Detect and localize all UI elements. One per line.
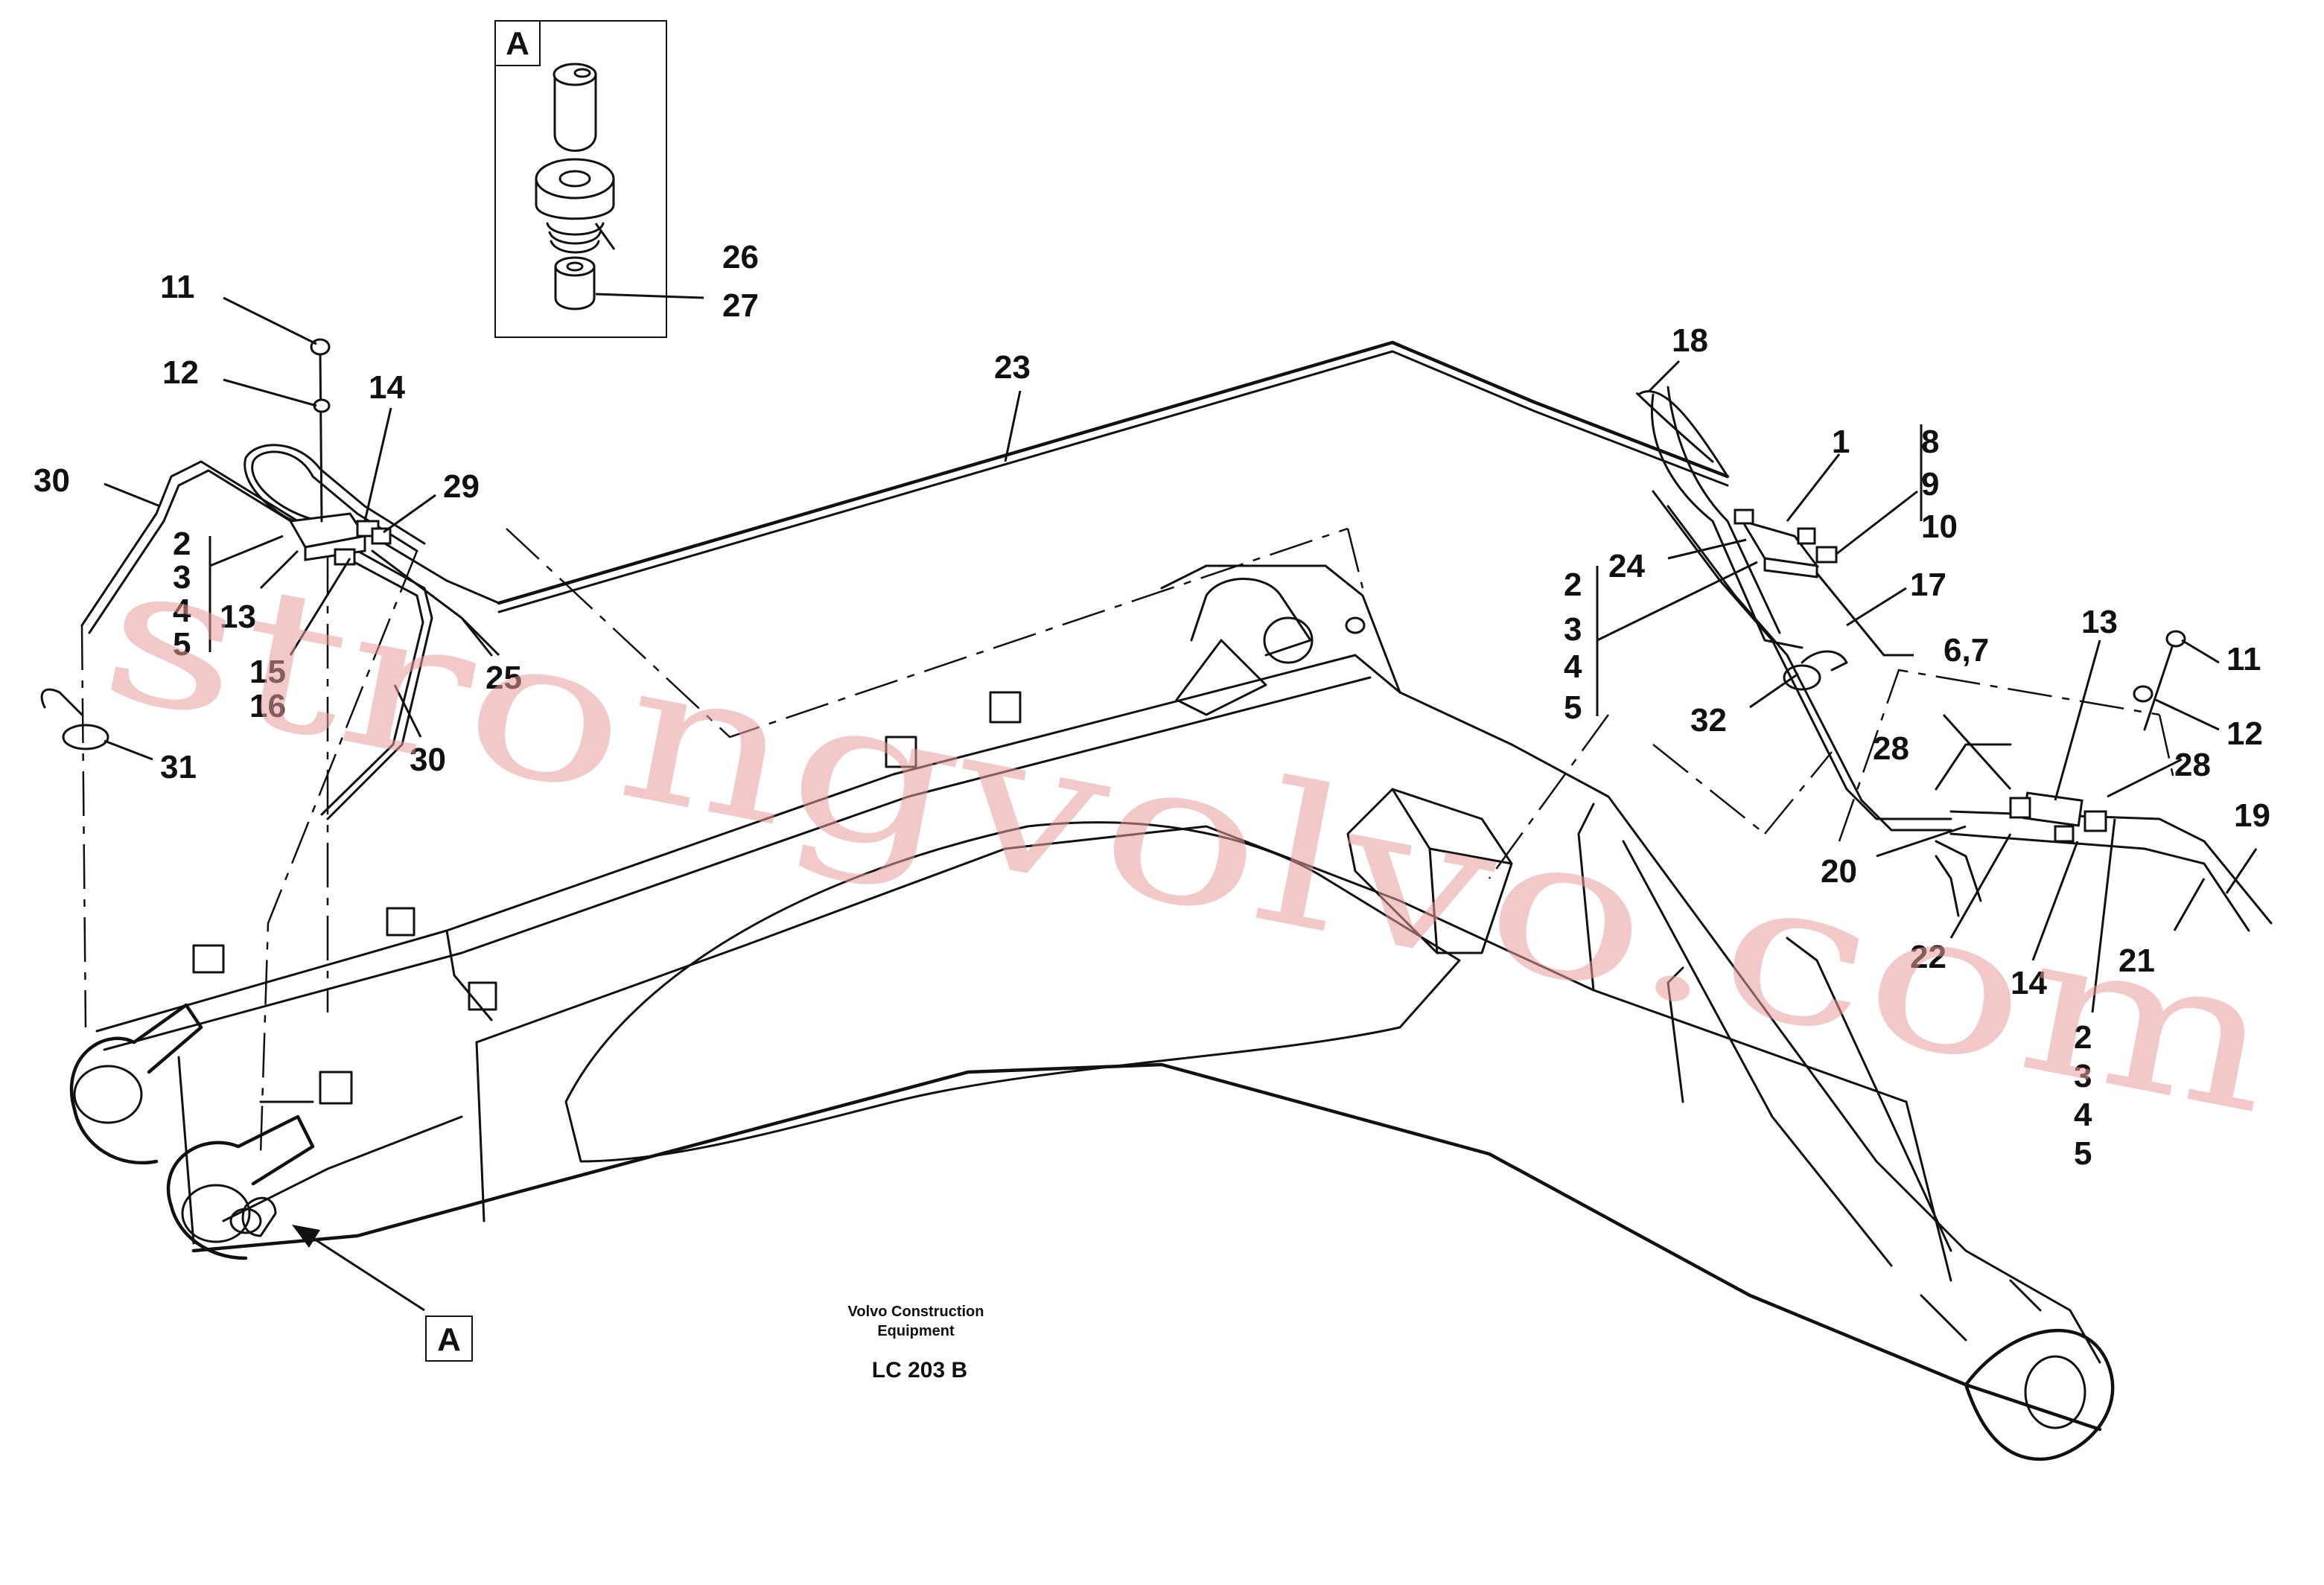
part-label-2-left: 2 bbox=[173, 526, 191, 562]
part-label-29: 29 bbox=[443, 468, 480, 505]
part-label-28-right: 28 bbox=[2174, 747, 2211, 783]
figure-code: LC 203 B bbox=[872, 1358, 967, 1383]
main-hydraulic-pipe bbox=[497, 340, 1804, 649]
watermark-text: strongvolvo.com bbox=[86, 517, 2293, 1158]
part-label-2-mid: 2 bbox=[1564, 567, 1582, 603]
detail-a-box: A bbox=[494, 20, 667, 338]
part-label-17: 17 bbox=[1910, 567, 1946, 603]
part-label-20: 20 bbox=[1821, 853, 1857, 890]
publisher-line-1: Volvo Construction bbox=[848, 1304, 984, 1320]
part-label-31: 31 bbox=[160, 749, 197, 785]
part-label-15: 15 bbox=[249, 654, 286, 690]
right-upper-valve bbox=[1734, 508, 1885, 691]
part-label-32: 32 bbox=[1690, 702, 1727, 739]
part-label-16: 16 bbox=[249, 688, 286, 724]
part-label-6-7: 6,7 bbox=[1943, 632, 1989, 669]
part-label-1: 1 bbox=[1832, 424, 1850, 460]
part-label-24: 24 bbox=[1608, 548, 1645, 584]
part-label-4-mid: 4 bbox=[1564, 648, 1582, 685]
part-label-12-left: 12 bbox=[162, 354, 199, 391]
part-label-13-left: 13 bbox=[220, 599, 256, 635]
part-label-10: 10 bbox=[1921, 508, 1958, 545]
part-label-11-right: 11 bbox=[2226, 641, 2261, 677]
part-label-9: 9 bbox=[1921, 466, 1939, 503]
part-label-30-bottom: 30 bbox=[410, 742, 446, 778]
part-label-21: 21 bbox=[2118, 943, 2155, 979]
part-label-12-right: 12 bbox=[2226, 715, 2263, 752]
part-label-4-right: 4 bbox=[2074, 1097, 2092, 1133]
part-label-23: 23 bbox=[994, 349, 1031, 386]
dash-dot-outline bbox=[80, 527, 2176, 1155]
part-label-14-left: 14 bbox=[369, 369, 405, 406]
part-labels: 11 12 14 29 30 2 3 4 5 13 15 16 25 30 31… bbox=[34, 239, 2270, 1172]
part-label-5-mid: 5 bbox=[1564, 689, 1582, 726]
callout-a: A bbox=[292, 1225, 473, 1362]
part-label-19: 19 bbox=[2234, 797, 2270, 834]
part-label-13-right: 13 bbox=[2081, 604, 2118, 640]
part-label-11-left: 11 bbox=[160, 269, 195, 305]
part-label-26: 26 bbox=[722, 239, 759, 275]
part-label-22: 22 bbox=[1910, 939, 1946, 975]
publisher-line-2: Equipment bbox=[877, 1323, 955, 1339]
right-lower-valve bbox=[2009, 630, 2186, 843]
part-label-4-left: 4 bbox=[173, 593, 191, 629]
part-label-3-right: 3 bbox=[2074, 1058, 2092, 1094]
part-label-14-right: 14 bbox=[2011, 965, 2047, 1001]
part-label-2-right: 2 bbox=[2074, 1019, 2092, 1056]
part-label-18: 18 bbox=[1672, 322, 1708, 359]
part-label-30-top: 30 bbox=[34, 462, 70, 499]
callout-box-letter: A bbox=[437, 1321, 461, 1358]
part-label-25: 25 bbox=[486, 660, 522, 696]
leader-lines bbox=[104, 223, 2258, 1013]
part-label-3-mid: 3 bbox=[1564, 611, 1582, 648]
part-label-5-right: 5 bbox=[2074, 1135, 2092, 1172]
boom-structure bbox=[69, 490, 2273, 1461]
part-label-5-left: 5 bbox=[173, 626, 191, 663]
part-label-8: 8 bbox=[1921, 424, 1939, 460]
part-label-3-left: 3 bbox=[173, 559, 191, 596]
part-label-28-left: 28 bbox=[1873, 730, 1909, 767]
figure-caption: Volvo Construction Equipment LC 203 B bbox=[848, 1304, 984, 1383]
part-label-27: 27 bbox=[722, 287, 759, 324]
detail-box-letter: A bbox=[506, 25, 529, 62]
